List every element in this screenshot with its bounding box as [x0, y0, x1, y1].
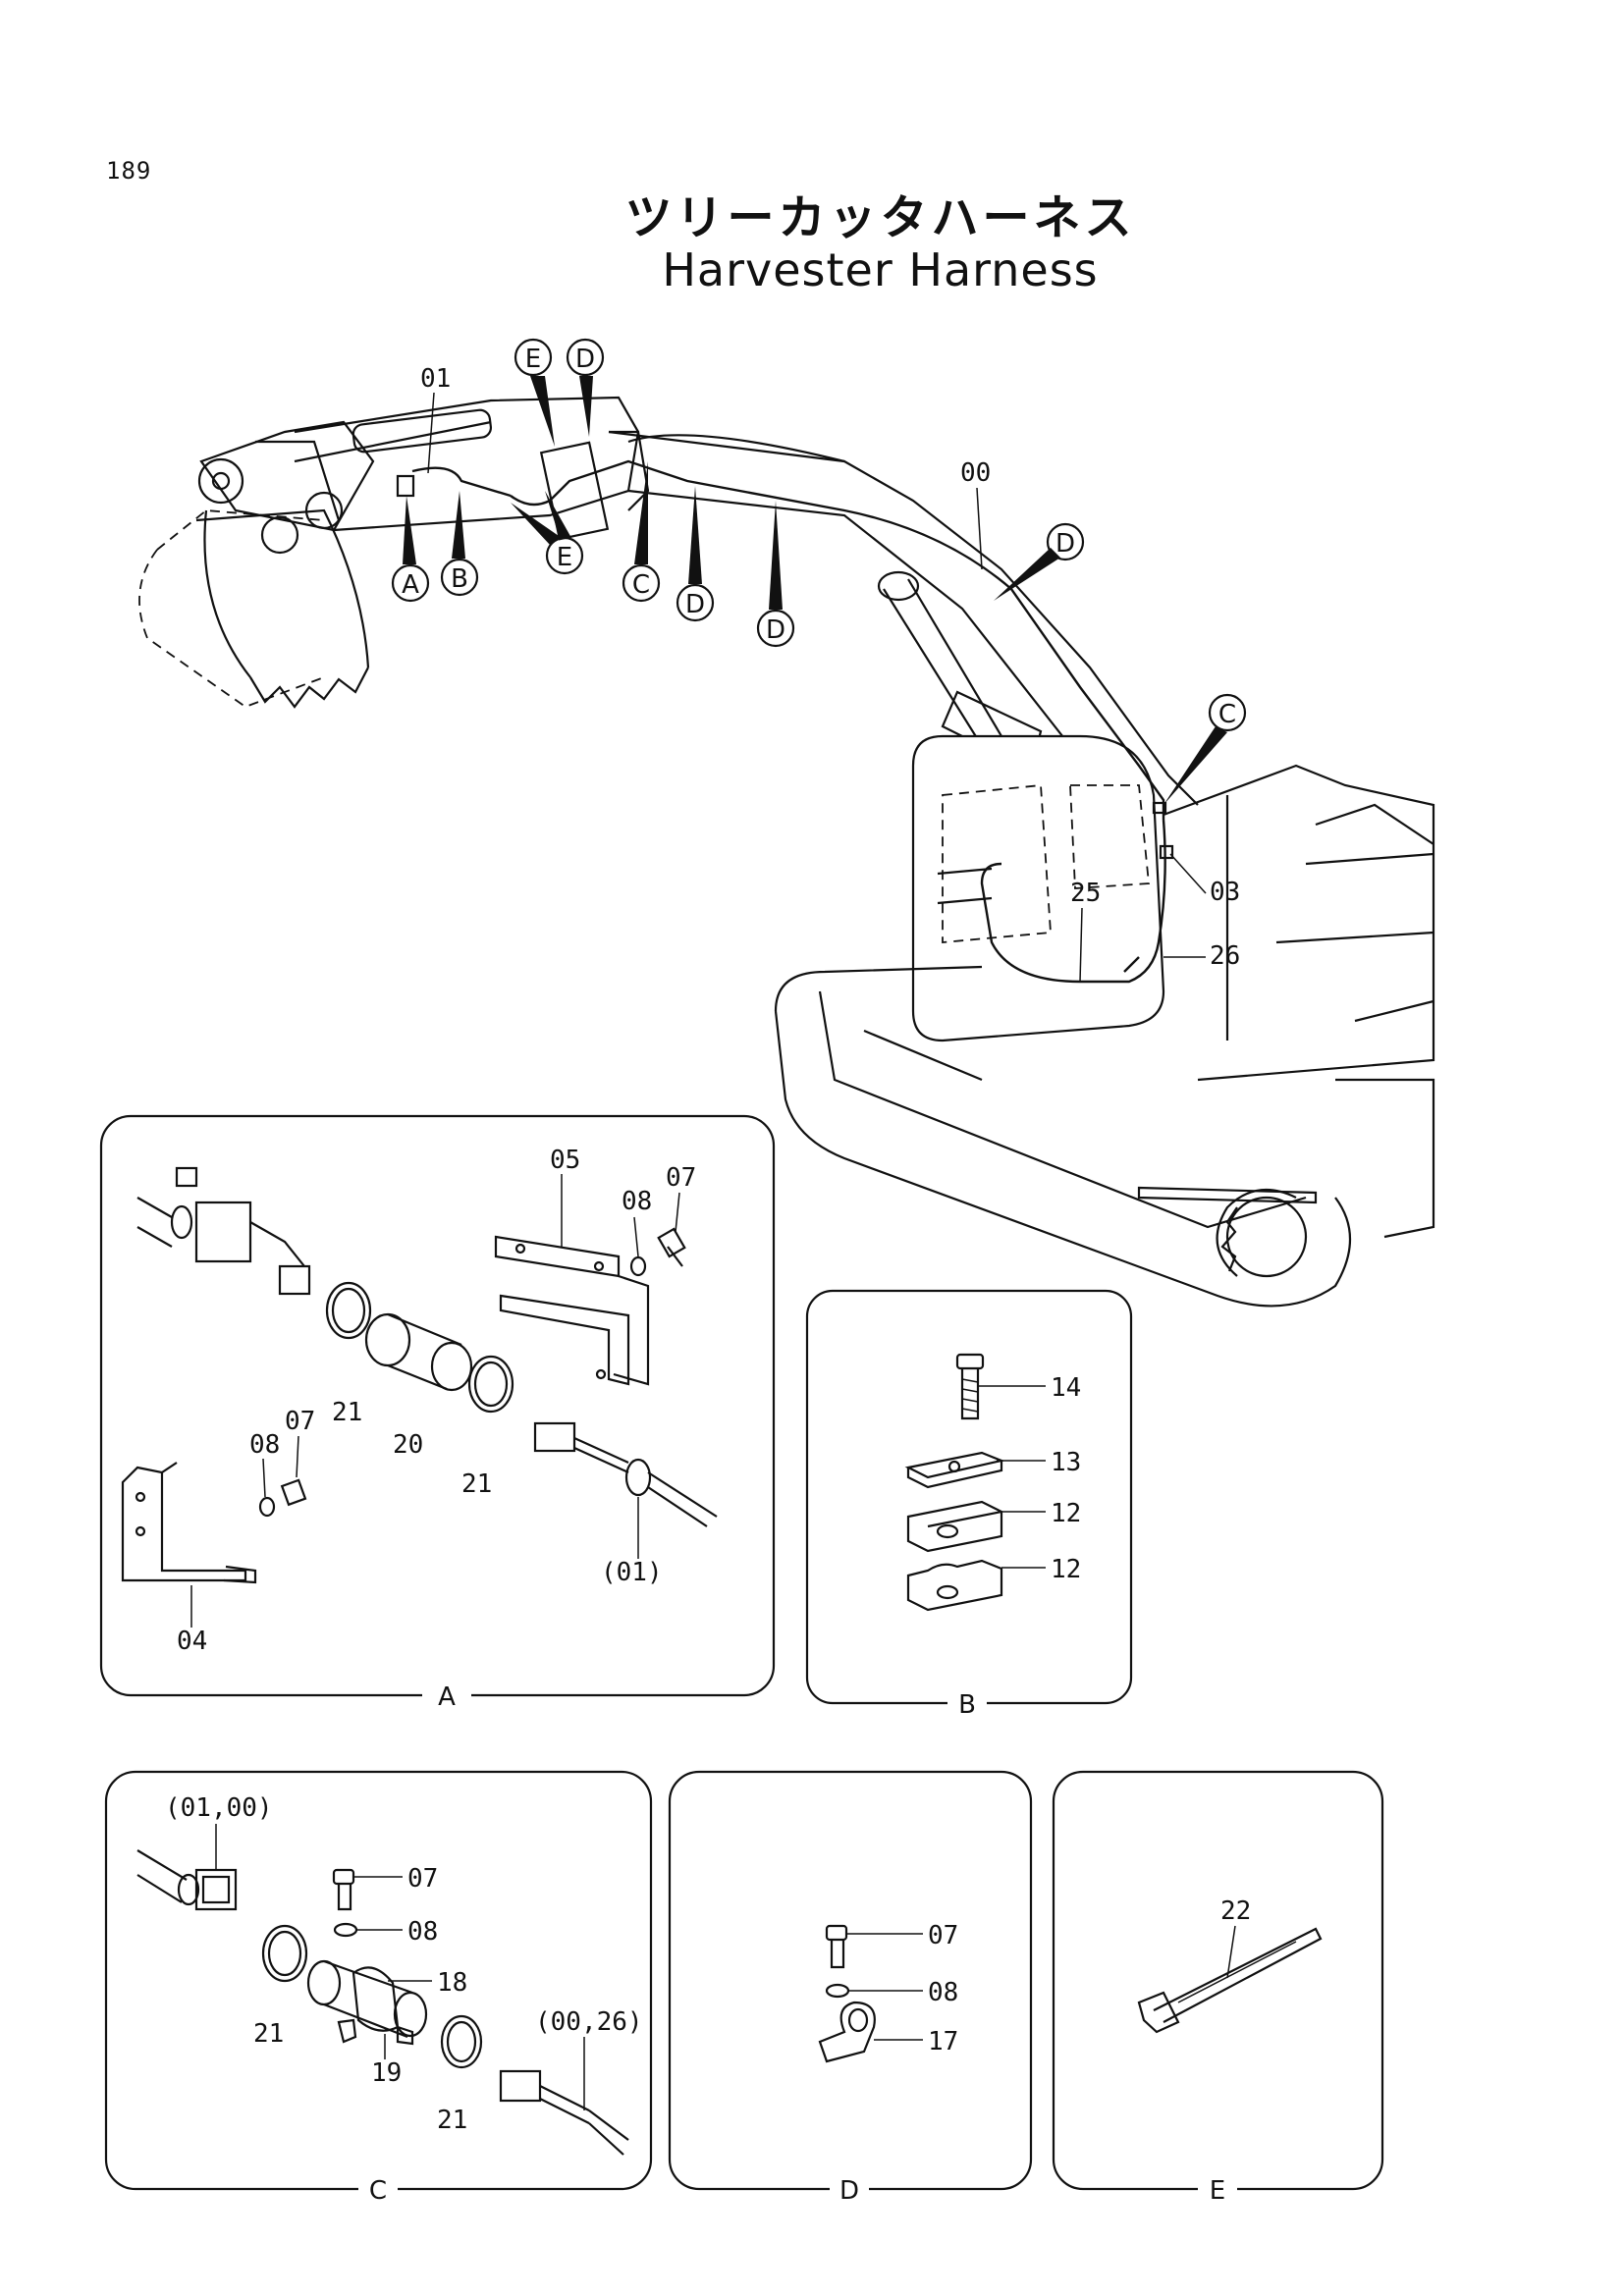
panel-a-label-21-right: 21: [461, 1469, 492, 1499]
svg-text:D: D: [685, 590, 705, 619]
svg-text:D: D: [766, 615, 785, 645]
detail-callouts: E D A B E C D D D C: [391, 338, 1247, 805]
svg-text:B: B: [451, 564, 468, 594]
callout-a: [391, 563, 430, 603]
panel-a-label-05: 05: [550, 1146, 580, 1175]
detail-panel-e: E: [1052, 1770, 1384, 2206]
panel-b-label-13: 13: [1051, 1448, 1081, 1477]
callout-d-mid: [676, 583, 715, 622]
detail-panel-d: D: [668, 1770, 1033, 2206]
panel-c-label-01-00: (01,00): [165, 1793, 273, 1823]
svg-text:D: D: [1055, 529, 1075, 559]
panel-b-label-12-upper: 12: [1051, 1499, 1081, 1528]
detail-panel-b: B: [805, 1289, 1133, 1720]
callout-d-lower: [756, 609, 795, 648]
title-japanese: ツリーカッタハーネス: [624, 190, 1136, 245]
callout-b: [440, 558, 479, 597]
svg-text:D: D: [575, 345, 595, 374]
detail-panel-c: C: [104, 1770, 653, 2206]
main-label-01: 01: [420, 364, 451, 394]
svg-text:A: A: [402, 570, 419, 600]
connector-01: [396, 474, 415, 498]
panel-c-label-00-26: (00,26): [535, 2007, 643, 2037]
callout-c-left: [622, 563, 661, 603]
panel-c-caption: C: [369, 2176, 387, 2206]
panel-c-label-21-right: 21: [437, 2106, 467, 2135]
panel-b-caption: B: [958, 1690, 976, 1720]
panel-b-label-12-lower: 12: [1051, 1555, 1081, 1584]
panel-c-label-07: 07: [407, 1864, 438, 1894]
callout-e-top: [514, 338, 553, 377]
panel-c-label-08: 08: [407, 1917, 438, 1947]
main-label-00: 00: [960, 458, 991, 488]
main-part-labels: 01 00 03 25 26: [420, 364, 1240, 983]
main-label-26: 26: [1210, 941, 1240, 971]
panel-e-caption: E: [1210, 2176, 1225, 2206]
callout-d-right: [1046, 522, 1085, 561]
panel-c-label-21-left: 21: [253, 2019, 284, 2049]
page-number: 189: [106, 157, 152, 185]
panel-a-label-08-lower: 08: [249, 1430, 280, 1460]
panel-d-label-17: 17: [928, 2027, 958, 2056]
main-label-03: 03: [1210, 878, 1240, 907]
svg-text:E: E: [525, 345, 541, 374]
panel-b-label-14: 14: [1051, 1373, 1081, 1403]
panel-b-labels: 14 13 12 12: [978, 1373, 1081, 1584]
excavator-illustration: [138, 396, 1435, 1308]
panel-c-label-18: 18: [437, 1968, 467, 1998]
callout-c-right: [1208, 693, 1247, 732]
title-english: Harvester Harness: [662, 243, 1099, 296]
panel-a-label-07-lower: 07: [285, 1407, 315, 1436]
main-label-25: 25: [1070, 879, 1101, 908]
panel-d-label-08: 08: [928, 1978, 958, 2007]
panel-a-caption: A: [438, 1682, 456, 1712]
panel-a-label-20: 20: [393, 1430, 423, 1460]
panel-e-labels: 22: [1220, 1896, 1251, 1979]
panel-c-labels: (01,00) 07 08 18 21 19 21 (00,26): [165, 1793, 643, 2135]
panel-a-label-04: 04: [177, 1627, 207, 1656]
panel-a-label-07: 07: [666, 1163, 696, 1193]
panel-d-label-07: 07: [928, 1921, 958, 1950]
panel-c-label-19: 19: [371, 2058, 402, 2088]
panel-d-caption: D: [839, 2176, 859, 2206]
detail-panel-a: A: [99, 1114, 776, 1712]
panel-a-label-01: (01): [601, 1558, 663, 1587]
panel-a-label-21-left: 21: [332, 1398, 362, 1427]
panel-a-labels: 05 08 07 21 20 21 08 07 04 (01): [177, 1146, 696, 1656]
panel-d-labels: 07 08 17: [846, 1921, 958, 2056]
svg-text:C: C: [1218, 700, 1236, 729]
callout-d-top: [566, 338, 605, 377]
panel-e-label-22: 22: [1220, 1896, 1251, 1926]
panel-a-label-08: 08: [622, 1187, 652, 1216]
svg-text:C: C: [632, 570, 650, 600]
svg-text:E: E: [557, 543, 572, 572]
